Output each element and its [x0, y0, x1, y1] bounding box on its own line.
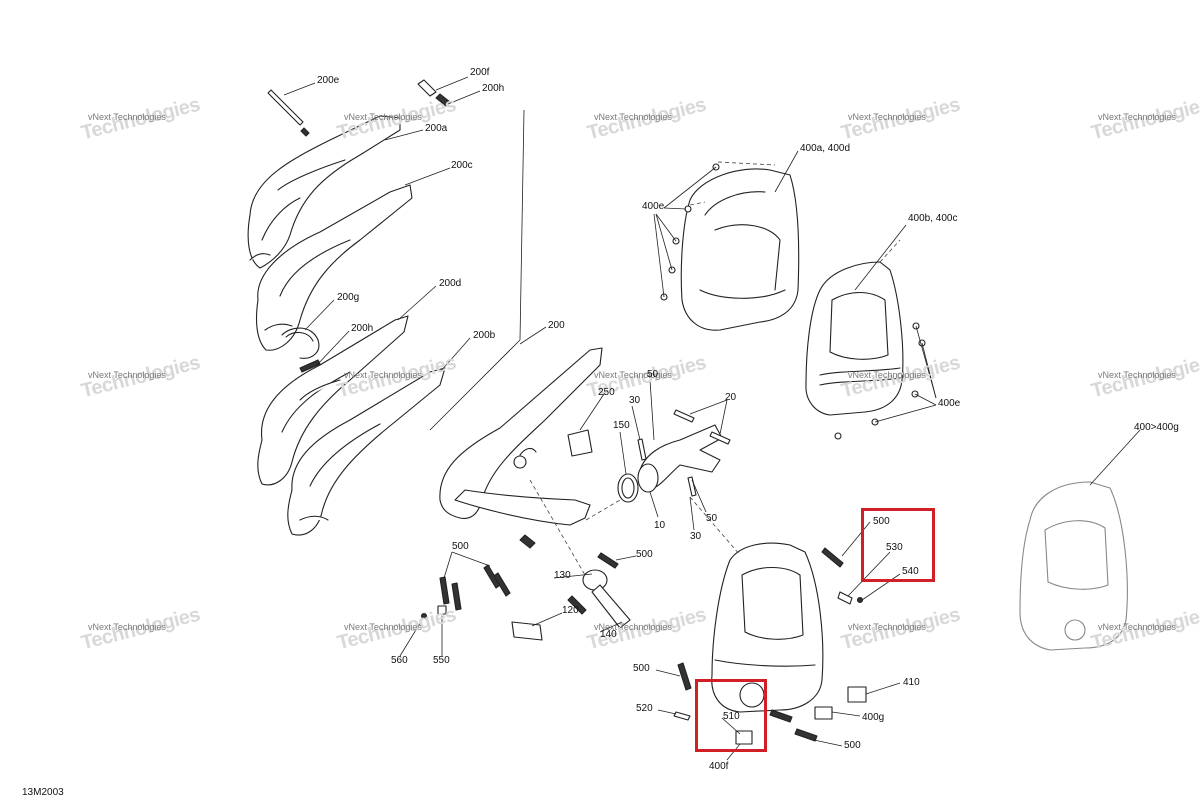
highlight-box-530-540 [861, 508, 935, 582]
callout-500-box: 500 [873, 516, 890, 527]
part-200b-shield [287, 367, 446, 536]
part-560-screw [420, 612, 428, 620]
callout-540: 540 [902, 566, 919, 577]
part-520-pin [673, 711, 691, 721]
callout-400a-400d: 400a, 400d [800, 143, 851, 154]
callout-520: 520 [636, 703, 653, 714]
callout-400f: 400f [709, 761, 729, 772]
callout-50-top: 50 [647, 369, 659, 380]
callout-200e: 200e [317, 75, 340, 86]
part-550-clamp [437, 605, 447, 615]
callout-20: 20 [725, 392, 737, 403]
callout-500-left: 500 [452, 541, 469, 552]
part-30-studs [637, 438, 697, 497]
part-400b-silencer-housing [805, 261, 904, 416]
callout-130: 130 [554, 570, 571, 581]
assembly-dashed-lines [529, 161, 901, 576]
callout-400-400g: 400>400g [1134, 422, 1179, 433]
part-200e-rod [267, 89, 310, 137]
callout-530: 530 [886, 542, 903, 553]
part-200c-shield [256, 184, 413, 351]
callout-200f: 200f [470, 67, 490, 78]
part-500-springs [439, 547, 844, 742]
callout-30-left: 30 [629, 395, 641, 406]
callout-500-right: 500 [844, 740, 861, 751]
part-200a-shield [247, 115, 401, 269]
leader-lines [283, 76, 1141, 761]
callout-510: 510 [723, 711, 740, 722]
part-510-block [735, 730, 753, 745]
part-20-studs [673, 409, 731, 445]
callout-400g: 400g [862, 712, 885, 723]
callout-200g: 200g [337, 292, 360, 303]
callout-250: 250 [598, 387, 615, 398]
figure-code: 13M2003 [22, 787, 64, 798]
callout-200b: 200b [473, 330, 496, 341]
callout-560: 560 [391, 655, 408, 666]
part-540-screw [856, 596, 864, 604]
part-400f-silencer [711, 542, 824, 713]
highlight-box-510 [695, 679, 767, 752]
callout-30-bottom: 30 [690, 531, 702, 542]
part-400g-block [814, 706, 833, 720]
callout-400e-top: 400e [642, 201, 665, 212]
part-400-complete-silencer [1019, 481, 1128, 651]
part-200h-spring [299, 359, 321, 373]
callout-200h-top: 200h [482, 83, 505, 94]
callout-200: 200 [548, 320, 565, 331]
callout-200c: 200c [451, 160, 473, 171]
part-200d-shield [257, 315, 409, 486]
part-200g-ring [281, 327, 320, 359]
part-200-exhaust-pipe [439, 347, 603, 549]
callout-500-mid: 500 [636, 549, 653, 560]
callout-120: 120 [562, 605, 579, 616]
callout-50-bottom: 50 [706, 513, 718, 524]
part-200f-fitting [417, 79, 451, 107]
callout-200a: 200a [425, 123, 448, 134]
part-120-bracket [511, 621, 543, 641]
callout-550: 550 [433, 655, 450, 666]
part-10-y-pipe [637, 424, 723, 493]
callout-410: 410 [903, 677, 920, 688]
part-130-flex-joint [582, 569, 631, 629]
callout-200h-mid: 200h [351, 323, 374, 334]
callout-400e-right: 400e [938, 398, 961, 409]
callout-10: 10 [654, 520, 666, 531]
callout-200d: 200d [439, 278, 462, 289]
callout-400b-400c: 400b, 400c [908, 213, 958, 224]
callout-140: 140 [600, 629, 617, 640]
callout-500-low: 500 [633, 663, 650, 674]
part-250-bracket [567, 429, 593, 457]
callout-150: 150 [613, 420, 630, 431]
part-150-ring [617, 473, 639, 503]
part-400a-silencer-housing [680, 168, 800, 331]
part-410-block [847, 686, 867, 703]
